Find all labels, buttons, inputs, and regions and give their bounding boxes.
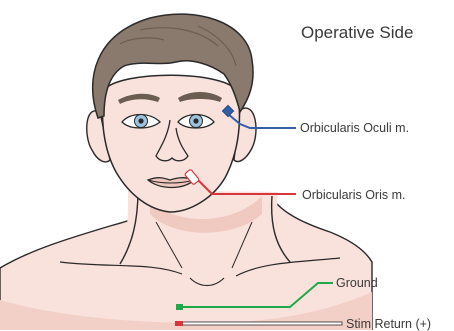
- label-ground: Ground: [336, 277, 378, 290]
- label-stim-return: Stim Return (+): [346, 318, 431, 331]
- label-orbicularis-oculi: Orbicularis Oculi m.: [300, 122, 409, 135]
- pupil-left: [138, 118, 143, 123]
- wire-stim-return: [180, 322, 342, 325]
- label-orbicularis-oris: Orbicularis Oris m.: [302, 189, 405, 202]
- operative-side-title: Operative Side: [301, 24, 413, 41]
- electrode-stim-return: [175, 321, 183, 326]
- pupil-right: [193, 118, 198, 123]
- electrode-ground: [176, 304, 183, 310]
